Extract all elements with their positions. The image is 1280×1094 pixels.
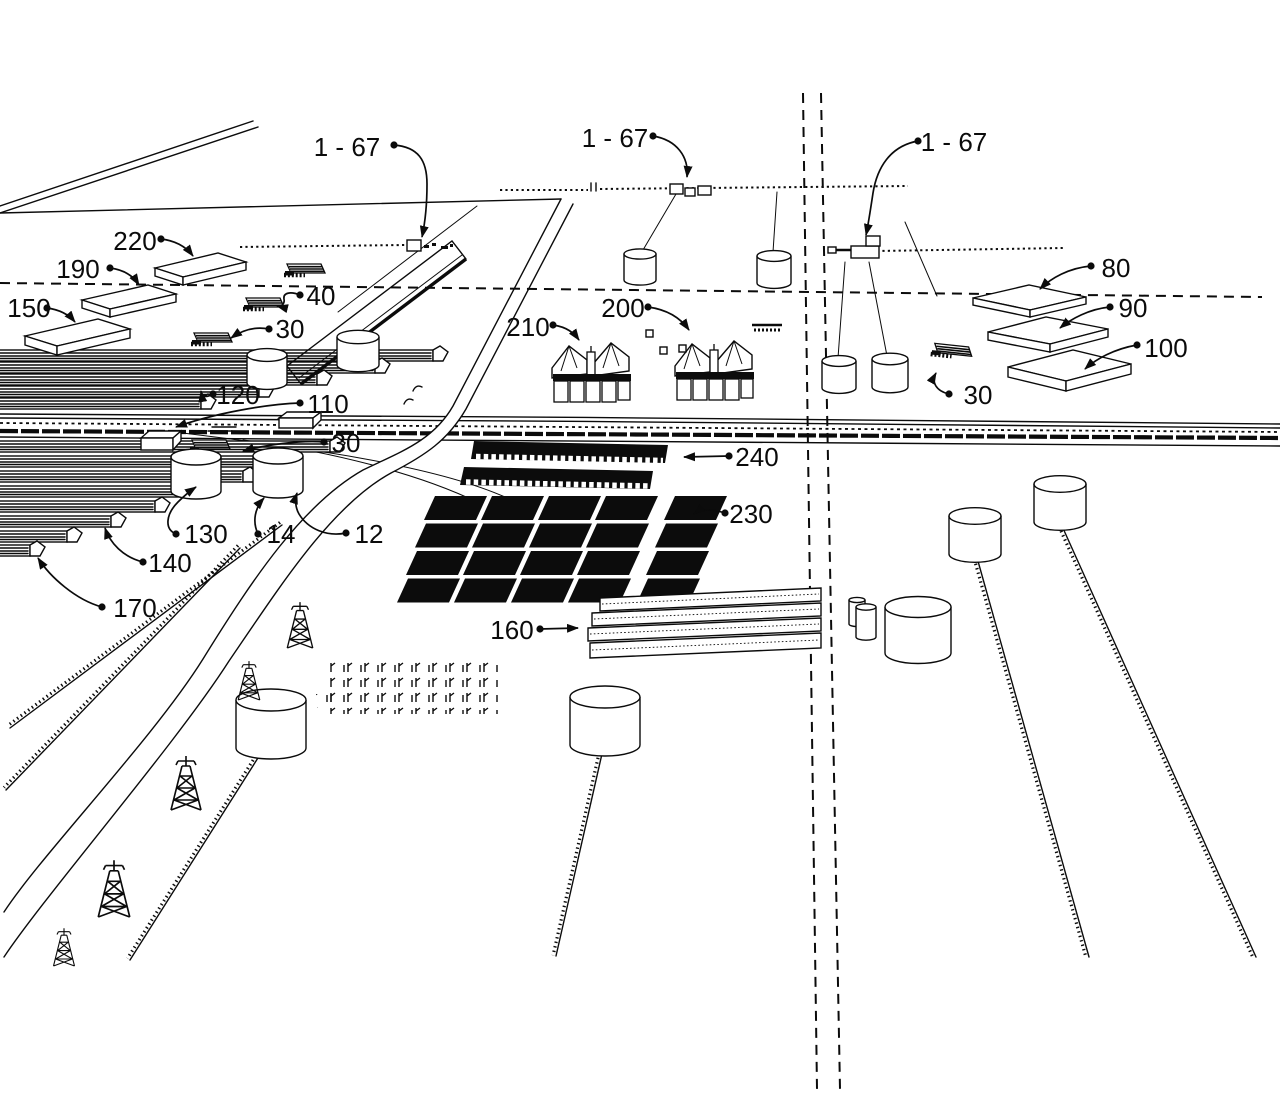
label-230: 230 [729,499,772,529]
harvester-icon [191,333,232,345]
transmission-tower-icon [286,601,314,649]
crop-rows [2,521,1257,961]
highway [0,413,1280,447]
reference-labels: 1 - 67 1 - 67 1 - 67 220 190 150 40 30 1… [7,123,1187,645]
label-210: 210 [506,312,549,342]
railroad-track [0,120,259,214]
farm-plot-boundary [0,198,562,214]
greenhouse-row [0,369,333,386]
storage-tank [569,685,641,757]
solar-strip-240 [460,441,668,489]
fence-vehicle-right [827,235,888,359]
storage-tank [623,248,657,286]
vegetation-tufts [316,662,498,714]
storage-tank-small [855,603,877,641]
roadside-shed [139,429,183,452]
minor-road [3,198,574,958]
grain-elevator-200 [674,340,755,401]
greenhouse-row [0,345,449,362]
fence-vehicle-middle [642,183,778,253]
label-130: 130 [184,519,227,549]
transmission-tower-icon [97,859,131,918]
building-slab-220 [152,252,249,286]
label-140: 140 [148,548,191,578]
greenhouse-row [0,526,83,543]
label-12: 12 [355,519,384,549]
overpass-guardrail [403,385,423,405]
label-160: 160 [490,615,533,645]
label-30-road: 30 [332,428,361,458]
field-slab-80 [972,284,1087,318]
equipment-yard-track [239,205,478,386]
transmission-tower-icon [52,927,76,967]
field-slab-100 [1007,349,1132,392]
storage-tank [884,595,952,665]
harvester-icon [284,264,325,276]
greenhouse-row [0,511,127,528]
storage-tank [871,352,909,394]
section-line-dashed [0,282,1263,298]
label-90: 90 [1119,293,1148,323]
storage-tank [235,688,307,760]
roadside-shed [276,410,324,430]
solar-panel-array-230 [397,496,727,603]
greenhouse-row [0,393,217,410]
building-160 [587,587,822,659]
harvester-icon [931,343,973,359]
storage-tank [336,329,380,373]
harvester-icon [189,426,237,452]
grain-elevator-210 [551,342,632,403]
fence-line-dotted-top [500,182,909,192]
label-range-middle: 1 - 67 [582,123,649,153]
label-range-top: 1 - 67 [314,132,381,162]
storage-tank [948,507,1002,563]
transmission-tower-icon [170,755,202,811]
storage-tank-130 [170,448,222,500]
label-30-right: 30 [964,380,993,410]
fence-line-dotted-right [876,221,1064,297]
field-slab-90 [987,316,1109,353]
storage-tank [756,249,792,290]
harvester-icon [243,298,284,310]
label-100: 100 [1144,333,1187,363]
label-40: 40 [307,281,336,311]
yard-markers [645,323,782,355]
label-200: 200 [601,293,644,323]
storage-tank [821,354,857,395]
storage-tank [1033,475,1087,531]
greenhouse-row [0,496,171,513]
tracked-vehicle [406,239,453,252]
label-120: 120 [216,380,259,410]
storage-tank [246,347,288,391]
storage-tank-14 [252,447,304,499]
label-240: 240 [735,442,778,472]
label-30-farm: 30 [276,314,305,344]
label-170: 170 [113,593,156,623]
label-14: 14 [267,519,296,549]
label-80: 80 [1102,253,1131,283]
label-range-right: 1 - 67 [921,127,988,157]
building-slab-150 [22,318,133,356]
label-110: 110 [307,389,348,419]
greenhouse-row [0,540,46,557]
label-190: 190 [56,254,99,284]
label-150: 150 [7,293,50,323]
label-220: 220 [113,226,156,256]
building-slab-190 [79,284,179,318]
leader-lines [37,132,1141,633]
